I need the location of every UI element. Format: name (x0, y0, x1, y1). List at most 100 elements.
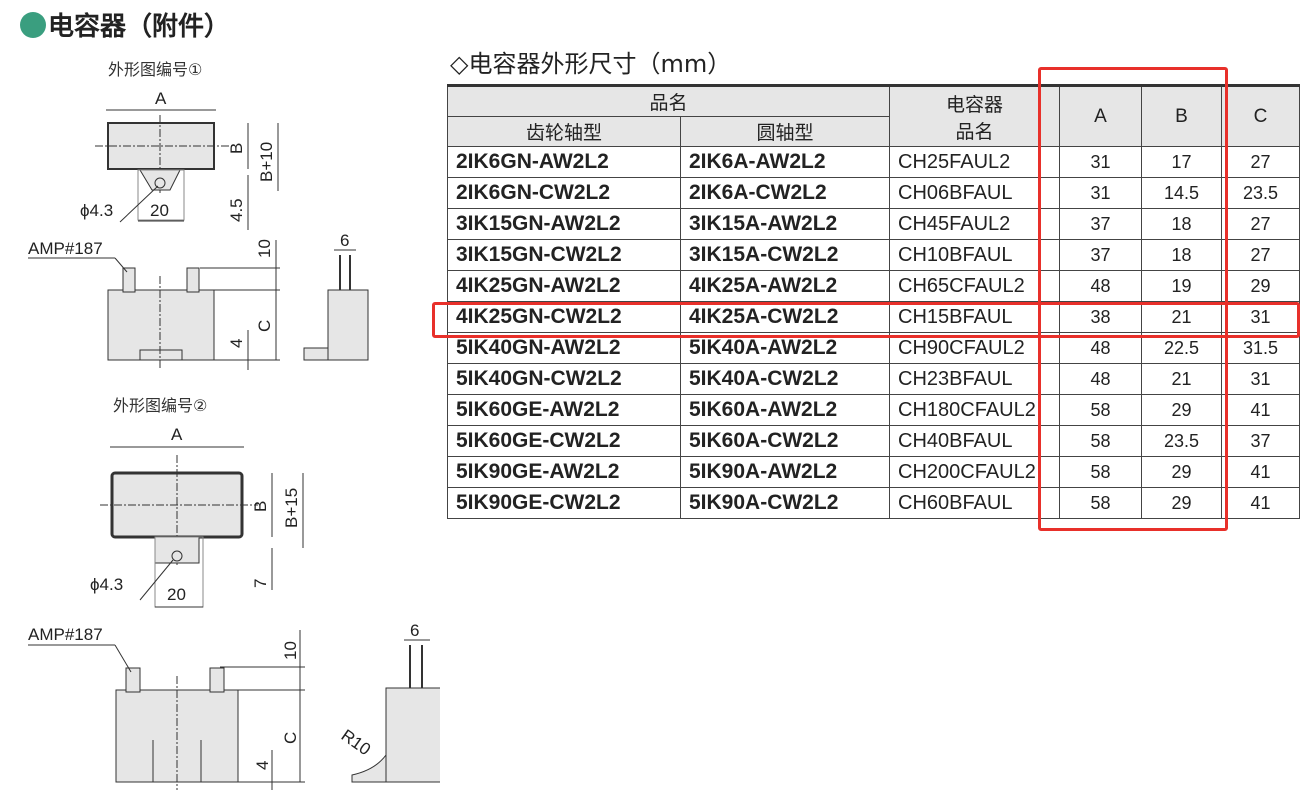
d1-dim-20: 20 (150, 201, 169, 220)
d2-dim-10: 10 (281, 641, 300, 660)
d2-dim-4: 4 (253, 761, 272, 770)
d1-dim-a: A (155, 89, 167, 108)
dim-a: 58 (1059, 487, 1142, 519)
d1-dim-b: B (227, 143, 246, 154)
dim-a: 58 (1059, 394, 1142, 426)
d2-dim-c: C (281, 732, 300, 744)
d2-amp: AMP#187 (28, 625, 103, 644)
round-model: 4IK25A-CW2L2 (680, 301, 890, 333)
highlight-row-box (432, 302, 1300, 338)
d2-dim-b15: B+15 (282, 488, 301, 528)
round-model: 4IK25A-AW2L2 (680, 270, 890, 302)
dim-a: 48 (1059, 270, 1142, 302)
dim-a: 37 (1059, 208, 1142, 240)
d2-dim-20: 20 (167, 585, 186, 604)
highlight-box-ab (1038, 67, 1228, 531)
gear-model: 2IK6GN-CW2L2 (447, 177, 681, 209)
d2-dim-a: A (171, 425, 183, 444)
header-product: 品名 (447, 84, 890, 117)
capacitor-model: CH10BFAUL (889, 239, 1060, 271)
capacitor-model: CH25FAUL2 (889, 146, 1060, 178)
drawing2-caption: 外形图编号② (113, 396, 208, 415)
dim-b: 14.5 (1141, 177, 1222, 209)
gear-model: 4IK25GN-AW2L2 (447, 270, 681, 302)
header-a: A (1059, 84, 1142, 147)
gear-model: 5IK90GE-CW2L2 (447, 487, 681, 519)
d1-dim-6: 6 (340, 231, 349, 250)
capacitor-model: CH40BFAUL (889, 425, 1060, 457)
gear-model: 5IK60GE-AW2L2 (447, 394, 681, 426)
header-round: 圆轴型 (680, 116, 890, 147)
round-model: 2IK6A-AW2L2 (680, 146, 890, 178)
d1-dim-10: 10 (255, 239, 274, 258)
gear-model: 3IK15GN-AW2L2 (447, 208, 681, 240)
capacitor-model: CH65CFAUL2 (889, 270, 1060, 302)
dim-c: 27 (1221, 208, 1300, 240)
drawing1-caption: 外形图编号① (108, 60, 203, 79)
dim-b: 21 (1141, 363, 1222, 395)
dim-b: 29 (1141, 487, 1222, 519)
dim-c: 37 (1221, 425, 1300, 457)
round-model: 5IK90A-CW2L2 (680, 487, 890, 519)
gear-model: 2IK6GN-AW2L2 (447, 146, 681, 178)
dim-b: 18 (1141, 239, 1222, 271)
capacitor-model: CH45FAUL2 (889, 208, 1060, 240)
dim-c: 23.5 (1221, 177, 1300, 209)
d2-dim-phi: ϕ4.3 (90, 575, 123, 594)
gear-model: 5IK90GE-AW2L2 (447, 456, 681, 488)
gear-model: 5IK40GN-CW2L2 (447, 363, 681, 395)
round-model: 3IK15A-AW2L2 (680, 208, 890, 240)
dim-c: 31 (1221, 363, 1300, 395)
title-text: 电容器（附件） (48, 12, 231, 42)
d1-dim-b10: B+10 (257, 142, 276, 182)
capacitor-model: CH60BFAUL (889, 487, 1060, 519)
d1-amp: AMP#187 (28, 239, 103, 258)
gear-model: 3IK15GN-CW2L2 (447, 239, 681, 271)
dim-b: 18 (1141, 208, 1222, 240)
table-subtitle: ◇电容器外形尺寸（mm） (450, 50, 732, 78)
dim-a: 58 (1059, 425, 1142, 457)
outline-drawings: A B B+10 4.5 ϕ4.3 20 AMP#187 10 C 4 6 A … (28, 89, 440, 790)
dim-b: 23.5 (1141, 425, 1222, 457)
section-title: 电容器（附件） (20, 6, 230, 43)
round-model: 5IK40A-CW2L2 (680, 363, 890, 395)
dim-c: 41 (1221, 487, 1300, 519)
bullet-icon (20, 11, 46, 38)
capacitor-model: CH200CFAUL2 (889, 456, 1060, 488)
d2-dim-b: B (251, 501, 270, 512)
d1-dim-c: C (255, 320, 274, 332)
dim-c: 27 (1221, 239, 1300, 271)
dim-a: 58 (1059, 456, 1142, 488)
header-capacitor: 电容器品名 (889, 84, 1060, 147)
round-model: 5IK60A-AW2L2 (680, 394, 890, 426)
header-b: B (1141, 84, 1222, 147)
d2-dim-7: 7 (251, 579, 270, 588)
dim-a: 31 (1059, 146, 1142, 178)
dim-c: 41 (1221, 394, 1300, 426)
d2-dim-6: 6 (410, 621, 419, 640)
capacitor-model: CH06BFAUL (889, 177, 1060, 209)
round-model: 5IK90A-AW2L2 (680, 456, 890, 488)
d1-dim-phi: ϕ4.3 (80, 201, 113, 220)
capacitor-model: CH180CFAUL2 (889, 394, 1060, 426)
dim-c: 27 (1221, 146, 1300, 178)
d1-dim-4: 4 (227, 339, 246, 348)
dim-c: 41 (1221, 456, 1300, 488)
header-c: C (1221, 84, 1300, 147)
d1-dim-45: 4.5 (227, 198, 246, 222)
round-model: 5IK60A-CW2L2 (680, 425, 890, 457)
dim-b: 29 (1141, 394, 1222, 426)
gear-model: 5IK60GE-CW2L2 (447, 425, 681, 457)
round-model: 2IK6A-CW2L2 (680, 177, 890, 209)
round-model: 3IK15A-CW2L2 (680, 239, 890, 271)
d2-dim-r: R10 (338, 726, 374, 759)
dim-b: 29 (1141, 456, 1222, 488)
capacitor-model: CH15BFAUL (889, 301, 1060, 333)
header-gear: 齿轮轴型 (447, 116, 681, 147)
